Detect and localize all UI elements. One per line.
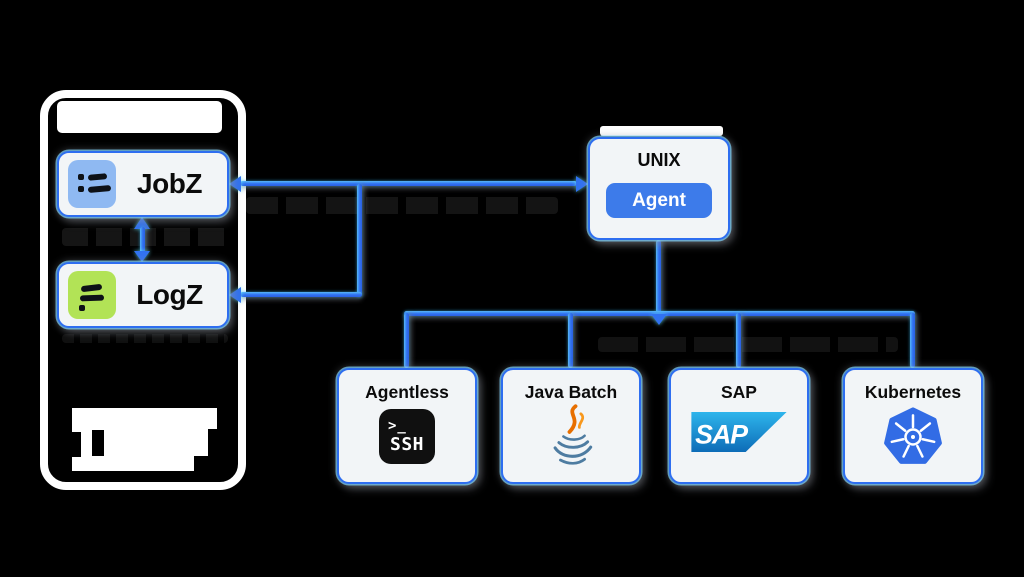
connector-drop-java [568,313,573,368]
unix-node: UNIX Agent [588,137,730,240]
sap-title: SAP [721,382,757,402]
arrowhead-into-jobz [229,176,241,192]
connector-drop-sap [736,313,741,368]
arrowhead-into-logz [229,287,241,303]
kubernetes-icon [884,407,942,464]
unix-top-bar [600,126,723,136]
arrowhead-rail-center [651,314,667,325]
wordmark-notch [194,456,217,471]
jobz-list-icon [68,160,116,208]
logz-node: LogZ [57,262,229,328]
sap-node: SAP SAP [669,368,809,484]
agentless-title: Agentless [365,382,449,402]
wordmark-notch [208,429,217,457]
unix-title: UNIX [637,150,681,170]
ghost-label-strip [62,334,228,343]
ghost-label-strip [246,197,558,214]
jobz-node: JobZ [57,151,229,217]
product-wordmark [72,408,217,471]
connector-jobz-logz [140,227,145,253]
connector-jobz-unix [240,181,577,186]
sap-icon: SAP [691,412,787,452]
ghost-label-strip [62,228,228,246]
terminal-prompt: >_ [388,417,407,434]
agentless-node: Agentless >_ SSH [337,368,477,484]
arrowhead-into-unix [576,176,588,192]
connector-rail [404,311,915,316]
arrowhead-into-logz-top [134,251,150,262]
connector-drop-kubernetes [910,313,915,368]
sap-logo-text: SAP [695,419,748,449]
ssh-label: SSH [389,433,424,455]
arrowhead-into-jobz-bottom [134,217,150,229]
ghost-label-strip [598,337,898,352]
logz-label: LogZ [136,279,203,310]
java-icon [553,404,593,465]
wordmark-notch [72,432,81,457]
panel-header-block [57,101,222,133]
connector-branch-logz [240,292,362,297]
platform-panel-frame [40,90,246,490]
connector-branch-vertical [357,184,362,297]
agent-badge: Agent [606,183,712,218]
ssh-terminal-icon: >_ SSH [379,409,435,464]
kubernetes-title: Kubernetes [864,382,962,402]
wordmark-notch [92,430,104,456]
java-batch-title: Java Batch [524,382,618,402]
kubernetes-node: Kubernetes [843,368,983,484]
logz-log-icon [68,271,116,319]
connector-drop-agentless [404,313,409,368]
jobz-label: JobZ [137,168,202,199]
java-batch-node: Java Batch [501,368,641,484]
connector-unix-drop [656,240,661,313]
